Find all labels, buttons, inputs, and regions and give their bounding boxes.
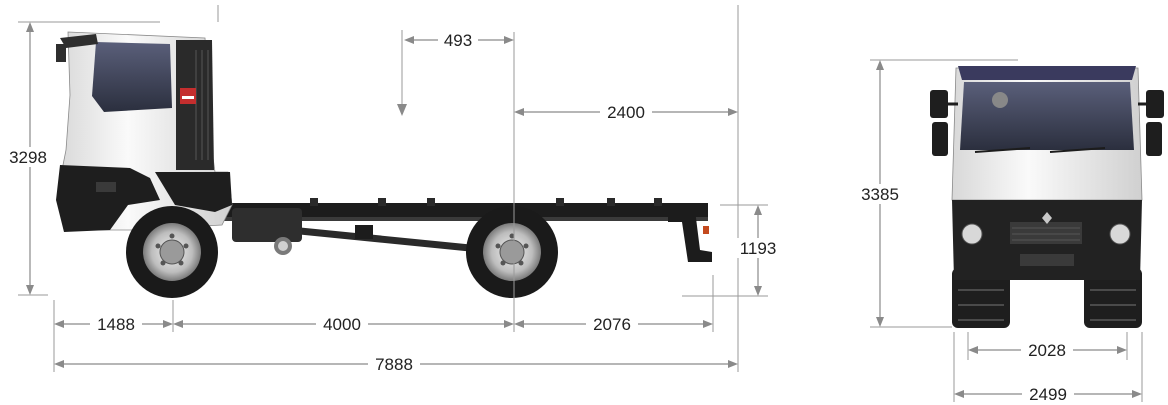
front-overhang-label: 1488: [97, 315, 135, 334]
windshield: [960, 82, 1134, 150]
right-headlight: [1109, 223, 1131, 245]
track-width-label: 2028: [1028, 341, 1066, 360]
overall-length-label: 7888: [375, 355, 413, 374]
front-view-dimensions: 3385 2028 2499: [856, 59, 1143, 404]
front-right-tire: [1084, 268, 1142, 328]
frame-height-label: 1193: [740, 239, 777, 258]
axle-to-end-label: 2400: [607, 103, 645, 122]
front-wheel: [126, 206, 218, 298]
side-view-truck: [56, 31, 712, 298]
left-headlight: [961, 223, 983, 245]
left-mirror: [930, 90, 948, 118]
chassis-frame: [220, 203, 708, 217]
cab-to-axle-label: 493: [444, 31, 472, 50]
front-bumper: [56, 165, 160, 232]
wheelbase-label: 4000: [323, 315, 361, 334]
front-view-truck: [930, 66, 1164, 328]
right-mirror: [1146, 90, 1164, 118]
overall-height-front-label: 3385: [861, 185, 899, 204]
overall-width-label: 2499: [1029, 385, 1067, 404]
rear-underrun: [668, 210, 712, 262]
rear-wheel: [466, 206, 558, 298]
overall-height-side-label: 3298: [9, 148, 47, 167]
front-left-tire: [952, 268, 1010, 328]
mirror: [60, 34, 98, 48]
side-view-dimensions: 3298 1488 4000 2076 7888: [4, 5, 780, 374]
rear-overhang-label: 2076: [593, 315, 631, 334]
fuel-tank: [232, 208, 302, 242]
side-window: [92, 42, 172, 112]
